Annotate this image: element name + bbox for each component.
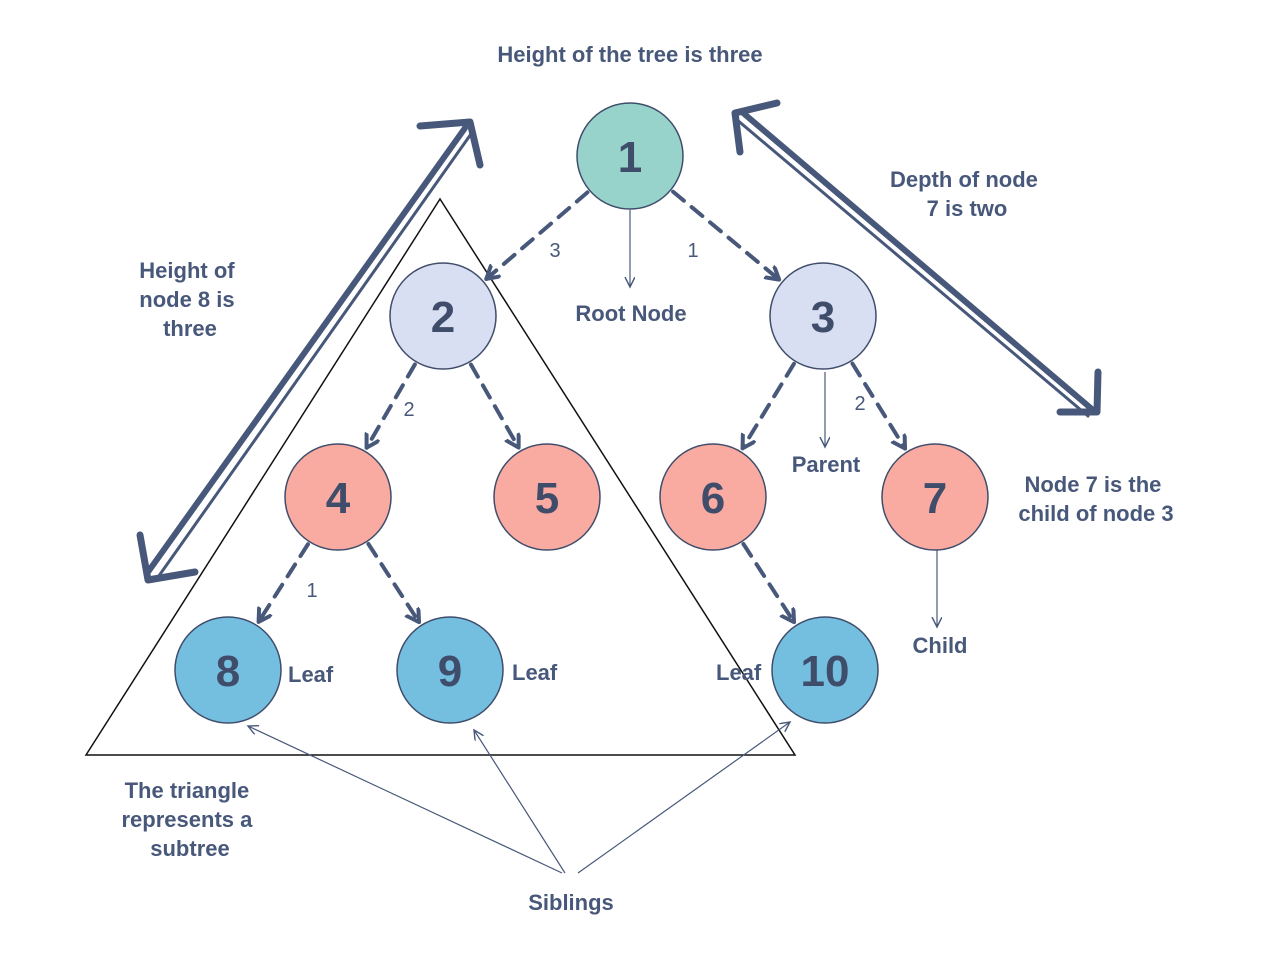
annotation-arrows [248, 210, 937, 874]
root-node-label: Root Node [575, 301, 686, 326]
node7-child-line-2: child of node 3 [1018, 501, 1173, 526]
triangle-line-3: subtree [150, 836, 229, 861]
node-10: 10 [771, 616, 879, 724]
sibling-pointer-8 [248, 726, 563, 874]
node-8-circle [174, 616, 282, 724]
height-node8-note: Height of node 8 is three [139, 258, 240, 341]
parent-label: Parent [792, 452, 861, 477]
node-9-label: 9 [438, 647, 462, 696]
node-6-circle [659, 443, 767, 551]
node-5-label: 5 [535, 474, 559, 523]
edge-label-4-8: 1 [306, 580, 317, 602]
node-2-circle [389, 262, 497, 370]
leaf-label-9: Leaf [512, 660, 558, 685]
node-8: 8 [174, 616, 282, 724]
triangle-note: The triangle represents a subtree [122, 778, 259, 861]
edge-1-3 [671, 189, 782, 282]
subtree-triangle [84, 197, 797, 756]
leaf-label-10: Leaf [716, 660, 762, 685]
height-node8-line-3: three [163, 316, 217, 341]
leaf-label-8: Leaf [288, 662, 334, 687]
node-9: 9 [396, 616, 504, 724]
node-10-label: 10 [801, 647, 850, 696]
node-2: 2 [389, 262, 497, 370]
node-3-circle [769, 262, 877, 370]
node-7: 7 [881, 443, 989, 551]
edge-3-6 [740, 361, 796, 451]
node-10-circle [771, 616, 879, 724]
height-node8-line-1: Height of [139, 258, 235, 283]
node-4-circle [284, 443, 392, 551]
node7-child-note: Node 7 is the child of node 3 [1018, 472, 1173, 526]
node-1-circle [576, 102, 684, 210]
depth-node7-line-1: Depth of node [890, 167, 1038, 192]
siblings-label: Siblings [528, 890, 614, 915]
node-3: 3 [769, 262, 877, 370]
node7-child-line-1: Node 7 is the [1024, 472, 1161, 497]
tree-edges [256, 189, 908, 625]
diagram-title: Height of the tree is three [497, 42, 762, 67]
node-7-label: 7 [923, 474, 947, 523]
depth-node7-double-arrow [731, 99, 1102, 418]
node-6: 6 [659, 443, 767, 551]
triangle-line-1: The triangle [125, 778, 250, 803]
node-1: 1 [576, 102, 684, 210]
height-node8-double-arrow [136, 118, 484, 584]
edge-2-5 [468, 362, 519, 450]
node-1-label: 1 [618, 133, 642, 182]
depth-node7-line-2: 7 is two [927, 196, 1008, 221]
node-4-label: 4 [326, 474, 351, 523]
node-5: 5 [493, 443, 601, 551]
edge-label-1-3: 1 [687, 240, 698, 262]
child-label: Child [913, 633, 968, 658]
edge-6-10 [741, 542, 797, 625]
height-node8-line-2: node 8 is [139, 287, 234, 312]
sibling-pointer-9 [474, 730, 566, 874]
node-9-circle [396, 616, 504, 724]
node-2-label: 2 [431, 293, 455, 342]
edge-3-7 [850, 361, 908, 451]
triangle-line-2: represents a [122, 807, 254, 832]
edge-2-4 [367, 362, 417, 450]
edge-label-2-4: 2 [403, 399, 414, 421]
node-8-label: 8 [216, 647, 240, 696]
edge-label-1-2: 3 [549, 240, 560, 262]
node-4: 4 [284, 443, 392, 551]
node-3-label: 3 [811, 293, 835, 342]
node-5-circle [493, 443, 601, 551]
edge-1-2 [484, 190, 590, 281]
node-7-circle [881, 443, 989, 551]
edge-4-9 [366, 542, 422, 625]
tree-nodes: 1 2 3 4 5 6 7 8 9 10 [174, 102, 989, 724]
depth-node7-note: Depth of node 7 is two [890, 167, 1044, 221]
node-6-label: 6 [701, 474, 725, 523]
edge-4-8 [256, 542, 310, 624]
edge-label-3-7: 2 [854, 393, 865, 415]
sibling-pointer-10 [577, 722, 790, 874]
